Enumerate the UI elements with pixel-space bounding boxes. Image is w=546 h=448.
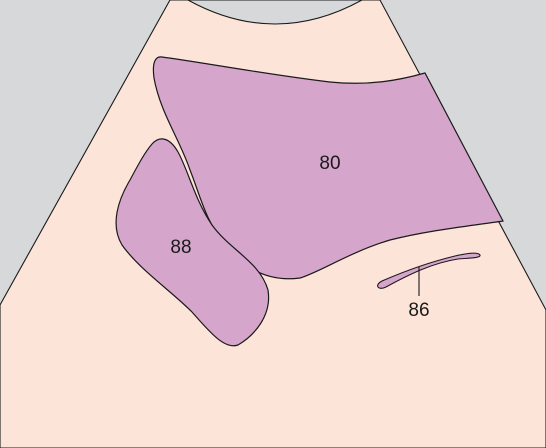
label-86: 86 <box>408 300 429 321</box>
label-88: 88 <box>170 237 191 258</box>
label-80: 80 <box>319 153 340 174</box>
